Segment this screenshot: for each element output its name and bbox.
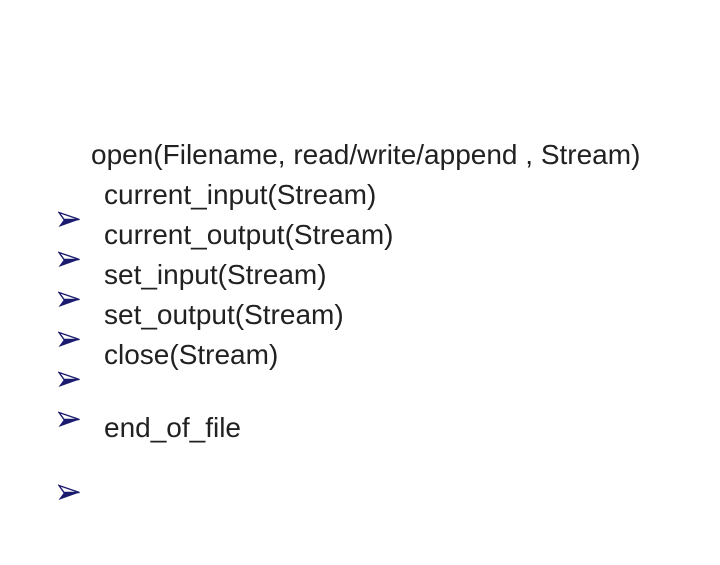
arrow-bullet-icon xyxy=(58,420,81,500)
arrow-bullet-icon xyxy=(58,147,81,227)
list-item-text: set_input(Stream) xyxy=(104,259,327,290)
list-item-text: end_of_file xyxy=(104,412,242,443)
arrow-bullet-icon xyxy=(58,347,81,427)
arrow-bullet-icon xyxy=(58,227,81,307)
list-item-text: set_output(Stream) xyxy=(104,299,344,330)
list-item: close(Stream) xyxy=(58,335,640,427)
arrow-bullet-icon xyxy=(58,187,81,267)
list-item: open(Filename, read/write/append , Strea… xyxy=(58,135,641,227)
slide: open(Filename, read/write/append , Strea… xyxy=(58,135,641,500)
list-item: current_input(Stream) xyxy=(58,175,640,267)
arrow-bullet-icon xyxy=(58,307,81,387)
list-item-text: close(Stream) xyxy=(104,339,279,370)
list-item-text: current_input(Stream) xyxy=(104,179,377,210)
bullet-list-stream-operations: open(Filename, read/write/append , Strea… xyxy=(58,135,641,427)
list-item: end_of_file xyxy=(58,408,242,500)
arrow-bullet-icon xyxy=(58,267,81,347)
list-item-text: current_output(Stream) xyxy=(104,219,394,250)
list-item: set_input(Stream) xyxy=(58,255,640,347)
list-item: current_output(Stream) xyxy=(58,215,640,307)
list-item: set_output(Stream) xyxy=(58,295,640,387)
slide-canvas: { "slide": { "colors": { "background": "… xyxy=(58,135,641,500)
list-item-text: open(Filename, read/write/append , Strea… xyxy=(91,139,641,170)
bullet-list-end-of-file: end_of_file xyxy=(58,408,242,500)
